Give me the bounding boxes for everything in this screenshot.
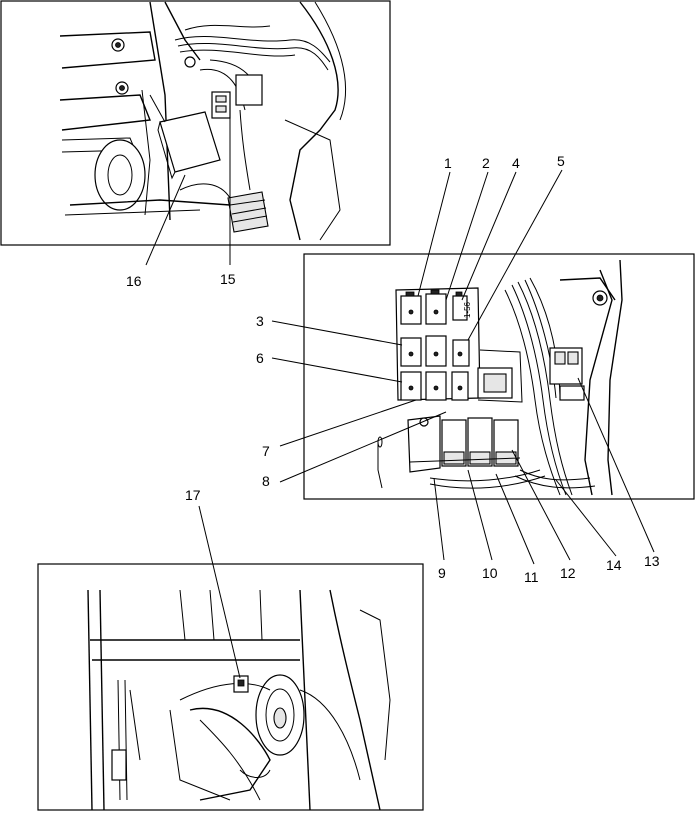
callout-7: 7 [262, 443, 270, 459]
callout-5: 5 [557, 153, 565, 169]
callout-8: 8 [262, 473, 270, 489]
callout-13: 13 [644, 553, 660, 569]
callout-9: 9 [438, 565, 446, 581]
leader-2 [445, 171, 489, 301]
leader-11 [495, 473, 535, 565]
leader-8 [279, 411, 447, 483]
leader-16 [145, 174, 186, 266]
panel-middle-right-illustration: 1-56 [377, 259, 623, 496]
leader-17 [198, 505, 241, 679]
leader-6 [271, 357, 403, 383]
callout-14: 14 [606, 557, 622, 573]
callout-1: 1 [444, 155, 452, 171]
leader-9 [433, 477, 445, 561]
leader-14 [555, 479, 617, 557]
callout-2: 2 [482, 155, 490, 171]
leader-10 [467, 469, 493, 561]
callout-6: 6 [256, 350, 264, 366]
leader-3 [271, 320, 403, 346]
leader-4 [461, 171, 517, 301]
relay-box-marking: 1-56 [463, 301, 472, 318]
callout-15: 15 [220, 271, 236, 287]
panel-frame [37, 563, 424, 811]
callout-12: 12 [560, 565, 576, 581]
panel-top-left-illustration [59, 1, 347, 241]
panel-bottom-left [37, 563, 424, 811]
relay-2 [425, 293, 447, 325]
callout-3: 3 [256, 313, 264, 329]
callout-17: 17 [185, 487, 201, 503]
callout-11: 11 [524, 569, 539, 585]
leader-7 [279, 399, 417, 447]
leader-5 [467, 169, 563, 341]
callout-leaders [145, 116, 655, 679]
leader-12 [511, 449, 571, 561]
leader-13 [577, 377, 655, 553]
callout-10: 10 [482, 565, 498, 581]
callout-labels: 1 2 4 5 3 6 7 8 9 10 11 12 14 13 16 15 1… [126, 153, 660, 585]
panel-top-left [0, 0, 391, 246]
relay-8 [407, 415, 441, 473]
panel-middle-right: 1-56 [303, 253, 695, 500]
panel-bottom-left-illustration [87, 589, 391, 811]
callout-16: 16 [126, 273, 142, 289]
callout-4: 4 [512, 155, 520, 171]
leader-1 [417, 171, 451, 297]
